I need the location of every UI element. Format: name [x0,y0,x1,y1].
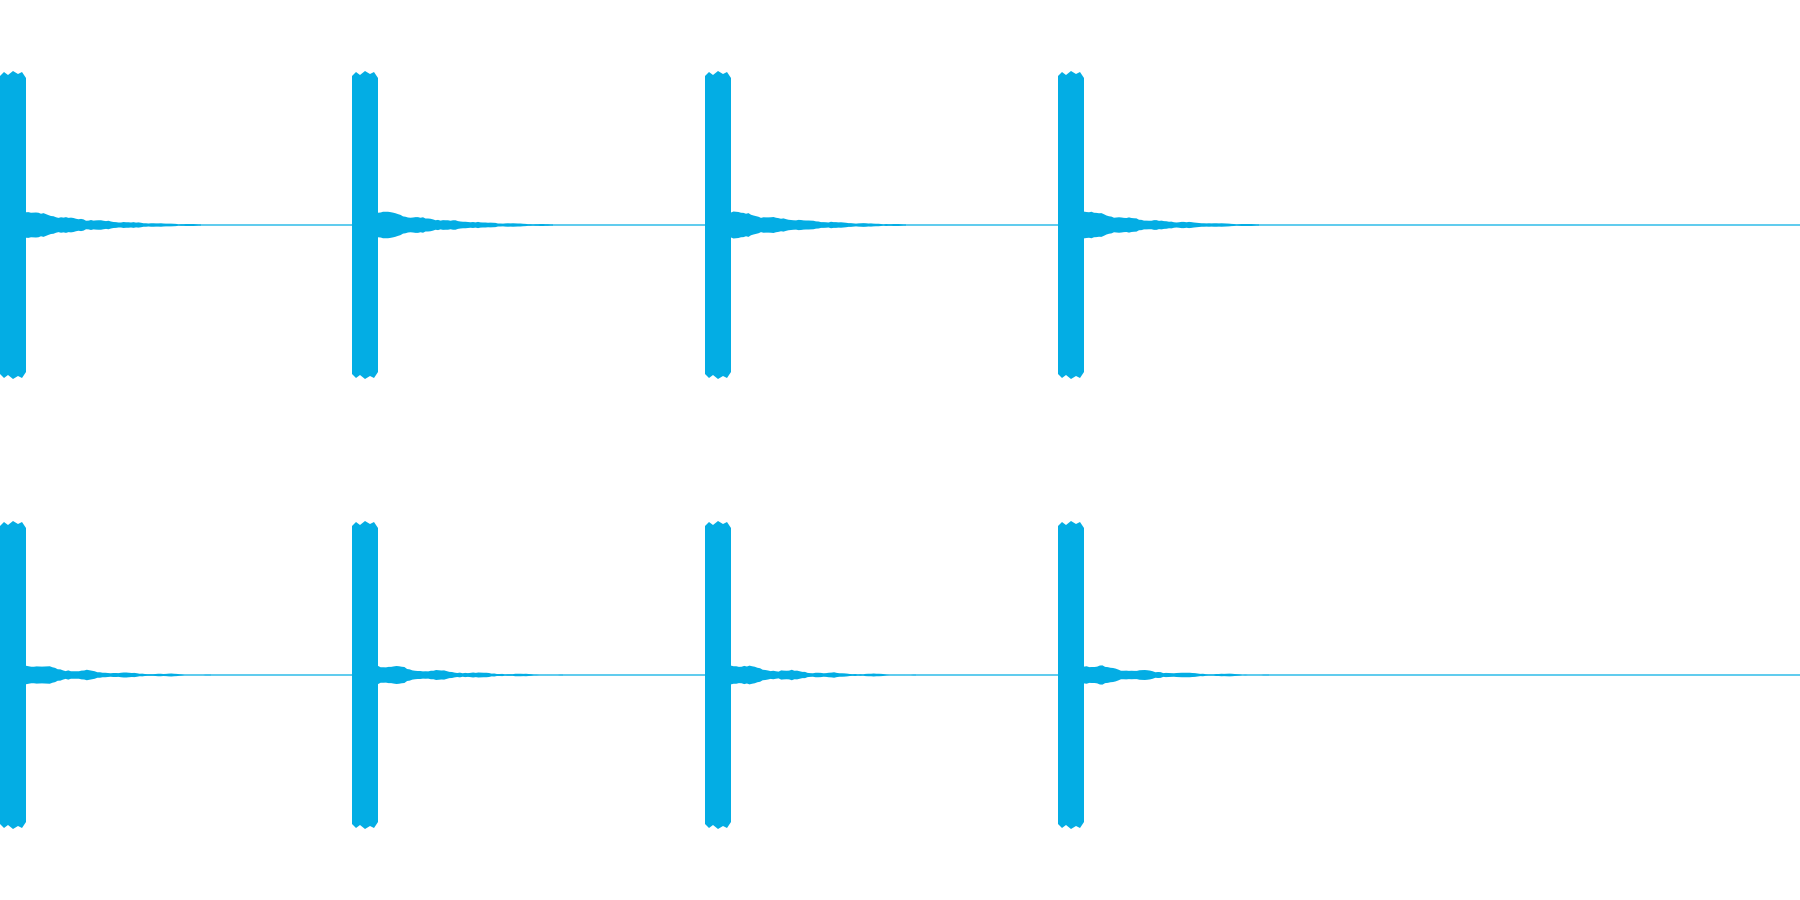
waveform-decay-tail [1084,665,1269,685]
waveform-click-burst [1058,521,1084,829]
waveform-click-burst [1058,71,1084,379]
waveform-click-burst [0,521,26,829]
waveform-click-burst [352,521,378,829]
waveform-channel-left [0,71,1800,379]
waveform-click-burst [705,521,731,829]
waveform-decay-tail [26,665,211,685]
waveform-decay-tail [731,211,906,239]
waveform-decay-tail [26,212,201,238]
waveform-click-burst [0,71,26,379]
waveform-channel-right [0,521,1800,829]
waveform-decay-tail [378,665,563,685]
waveform-decay-tail [1084,211,1259,239]
waveform-click-burst [705,71,731,379]
waveform-decay-tail [378,211,553,239]
waveform-click-burst [352,71,378,379]
waveform-decay-tail [731,665,916,685]
